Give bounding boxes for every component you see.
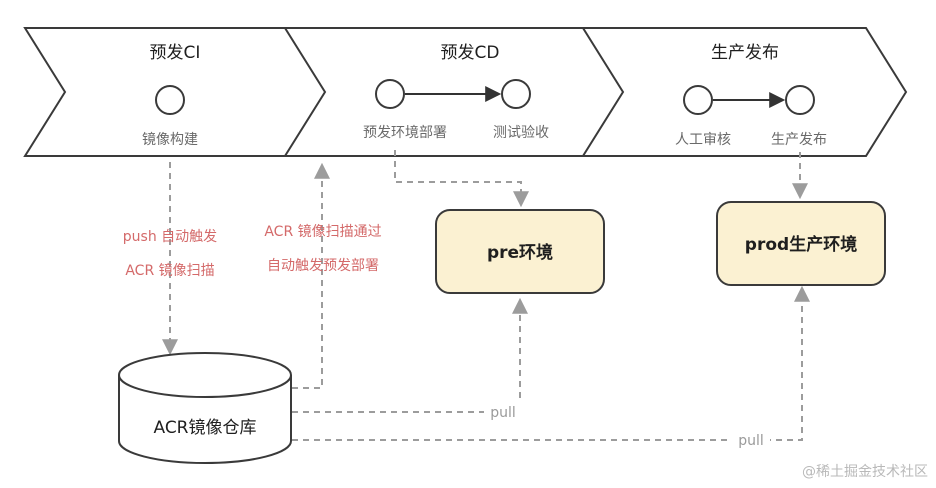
repository-label: ACR镜像仓库 bbox=[153, 418, 256, 438]
prod-environment: prod生产环境 bbox=[716, 201, 886, 286]
stage-release-title: 生产发布 bbox=[711, 43, 779, 63]
stage-cd-title: 预发CD bbox=[441, 43, 500, 63]
cd-test-node bbox=[501, 79, 531, 109]
push-annotation: push 自动触发 ACR 镜像扫描 bbox=[123, 229, 217, 279]
release-review-label: 人工审核 bbox=[675, 132, 731, 148]
pre-environment-label: pre环境 bbox=[487, 242, 553, 263]
push-annotation-line1: push 自动触发 bbox=[123, 229, 217, 245]
cd-deploy-node bbox=[375, 79, 405, 109]
pre-environment: pre环境 bbox=[435, 209, 605, 294]
pull-pre-label-bg bbox=[484, 402, 522, 421]
push-annotation-line2: ACR 镜像扫描 bbox=[125, 263, 214, 279]
dashed-connectors bbox=[162, 150, 810, 441]
pre-environment-box bbox=[435, 209, 605, 294]
release-publish-label: 生产发布 bbox=[771, 132, 827, 148]
pull-prod-label: pull bbox=[738, 433, 764, 449]
prod-environment-label: prod生产环境 bbox=[745, 234, 857, 255]
watermark: @稀土掘金技术社区 bbox=[802, 464, 928, 480]
stage-ci-title: 预发CI bbox=[150, 43, 201, 63]
ci-build-node bbox=[155, 85, 185, 115]
repository-body bbox=[118, 375, 292, 464]
stage-release-chevron bbox=[581, 27, 908, 157]
cd-test-label: 测试验收 bbox=[493, 125, 549, 141]
repository-top bbox=[118, 352, 292, 398]
repo-pull-pre-arrow bbox=[292, 297, 528, 413]
release-publish-node bbox=[785, 85, 815, 115]
cd-deploy-label: 预发环境部署 bbox=[363, 125, 447, 141]
release-review-node bbox=[683, 85, 713, 115]
repo-to-cd-arrow bbox=[292, 162, 330, 389]
scan-annotation-line2: 自动触发预发部署 bbox=[267, 258, 379, 274]
scan-annotation-line1: ACR 镜像扫描通过 bbox=[264, 224, 381, 240]
pull-pre-label: pull bbox=[490, 405, 516, 421]
cd-to-pre-arrow bbox=[394, 150, 529, 208]
ci-build-label: 镜像构建 bbox=[142, 132, 198, 148]
prod-environment-box bbox=[716, 201, 886, 286]
stage-cd: 预发CD 预发环境部署 测试验收 bbox=[283, 27, 634, 157]
repo-pull-prod-arrow bbox=[292, 285, 810, 441]
acr-repository: ACR镜像仓库 bbox=[118, 352, 292, 464]
pull-prod-label-bg bbox=[732, 430, 770, 449]
stage-ci: 预发CI 镜像构建 bbox=[23, 27, 332, 157]
scan-annotation: ACR 镜像扫描通过 自动触发预发部署 bbox=[264, 224, 381, 274]
stage-release: 生产发布 人工审核 生产发布 bbox=[581, 27, 908, 157]
